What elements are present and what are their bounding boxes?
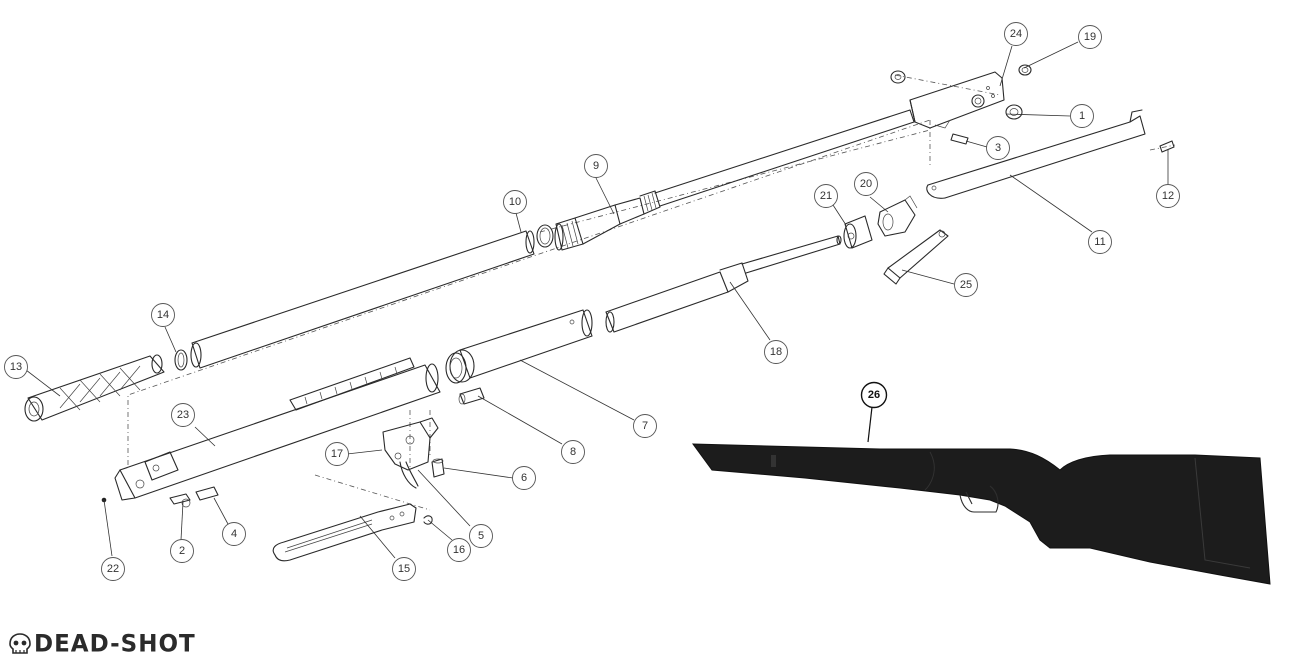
part-7-compression-tube — [445, 309, 593, 384]
svg-text:5: 5 — [478, 530, 484, 542]
part-10-barrel-tube — [190, 230, 535, 369]
callout-13: 13 — [4, 355, 28, 379]
svg-text:25: 25 — [960, 279, 972, 291]
callout-17: 17 — [325, 442, 349, 466]
callout-5: 5 — [469, 524, 493, 548]
callout-14: 14 — [151, 303, 175, 327]
svg-text:9: 9 — [593, 160, 599, 172]
callout-16: 16 — [447, 538, 471, 562]
svg-text:6: 6 — [521, 472, 527, 484]
part-21-collar — [843, 215, 873, 249]
svg-text:1: 1 — [1079, 110, 1085, 122]
skull-icon — [9, 633, 31, 654]
svg-text:21: 21 — [820, 190, 832, 202]
callout-23: 23 — [171, 403, 195, 427]
callout-15: 15 — [392, 557, 416, 581]
callout-2: 2 — [170, 539, 194, 563]
svg-text:23: 23 — [177, 409, 189, 421]
part-6-screw — [431, 458, 445, 478]
part-25-linkage — [883, 229, 949, 285]
callout-11: 11 — [1088, 230, 1112, 254]
svg-text:12: 12 — [1162, 190, 1174, 202]
svg-text:14: 14 — [157, 309, 169, 321]
callout-12: 12 — [1156, 184, 1180, 208]
svg-text:10: 10 — [509, 196, 521, 208]
logo-text: DEAD-SHOT — [34, 630, 196, 658]
svg-text:16: 16 — [453, 544, 465, 556]
part-16-clip — [423, 515, 433, 525]
svg-text:3: 3 — [995, 142, 1001, 154]
dead-shot-logo: DEAD-SHOT — [6, 630, 196, 658]
callout-4: 4 — [222, 522, 246, 546]
callout-10: 10 — [503, 190, 527, 214]
svg-text:19: 19 — [1084, 31, 1096, 43]
svg-text:17: 17 — [331, 448, 343, 460]
svg-text:11: 11 — [1094, 236, 1105, 248]
svg-text:24: 24 — [1010, 28, 1022, 40]
part-13-muzzle-shroud — [24, 354, 165, 422]
svg-text:18: 18 — [770, 346, 782, 358]
callout-21: 21 — [814, 184, 838, 208]
assembly-axes — [127, 74, 1176, 511]
svg-text:13: 13 — [10, 361, 22, 373]
callout-18: 18 — [764, 340, 788, 364]
callouts: 1 2 3 4 5 6 7 8 9 10 11 12 13 14 15 16 1… — [4, 22, 1180, 581]
part-11-cocking-lever — [926, 109, 1146, 199]
callout-1: 1 — [1070, 104, 1094, 128]
callout-25: 25 — [954, 273, 978, 297]
svg-text:7: 7 — [642, 420, 648, 432]
part-4-pin — [195, 486, 219, 501]
leader-lines — [25, 41, 1169, 559]
svg-text:8: 8 — [570, 446, 576, 458]
callout-9: 9 — [584, 154, 608, 178]
svg-text:15: 15 — [398, 563, 410, 575]
callout-26: 26 — [860, 381, 888, 409]
callout-19: 19 — [1078, 25, 1102, 49]
svg-text:22: 22 — [107, 563, 119, 575]
callout-3: 3 — [986, 136, 1010, 160]
part-3-pin — [950, 133, 969, 145]
washers — [890, 64, 1032, 120]
part-20-link — [877, 195, 918, 237]
part-12-pin — [1159, 140, 1175, 153]
svg-text:2: 2 — [179, 545, 185, 557]
part-26-stock — [691, 443, 1271, 585]
part-14-o-ring — [174, 349, 188, 371]
part-17-trigger-group — [382, 417, 439, 489]
callout-7: 7 — [633, 414, 657, 438]
part-2-pin — [169, 493, 191, 508]
callout-20: 20 — [854, 172, 878, 196]
part-18-piston — [605, 235, 842, 333]
callout-22: 22 — [101, 557, 125, 581]
callout-6: 6 — [512, 466, 536, 490]
part-15-lever — [272, 503, 417, 562]
svg-text:20: 20 — [860, 178, 872, 190]
svg-text:4: 4 — [231, 528, 237, 540]
callout-8: 8 — [561, 440, 585, 464]
svg-text:26: 26 — [868, 389, 880, 401]
callout-24: 24 — [1004, 22, 1028, 46]
part-9-barrel-assembly — [536, 109, 915, 251]
part-24-breech-block — [909, 71, 1005, 129]
part-23-receiver — [114, 357, 441, 501]
part-8-pin — [458, 387, 485, 405]
